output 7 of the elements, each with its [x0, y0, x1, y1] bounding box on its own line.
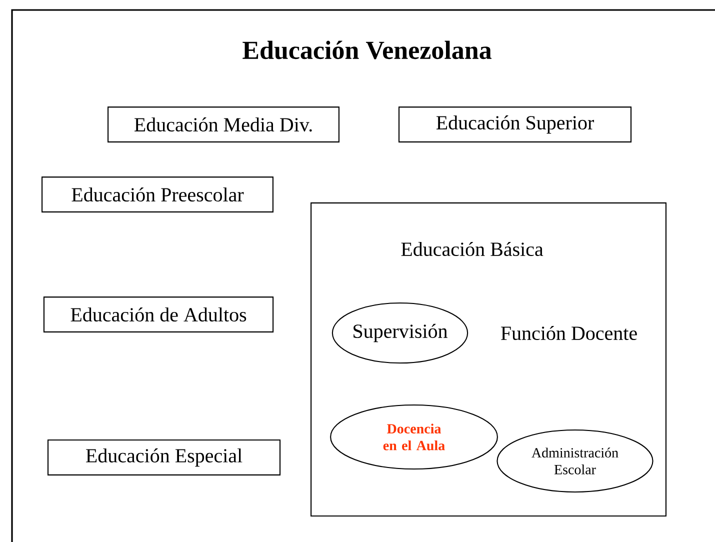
- text-box: Educación de Adultos: [43, 296, 274, 332]
- text-box: Educación Superior: [398, 106, 632, 142]
- label: Función Docente: [501, 326, 637, 340]
- text-box: Educación Especial: [47, 439, 281, 476]
- text-box: Educación Preescolar: [42, 176, 274, 212]
- text-box: Educación Media Div.: [108, 106, 340, 142]
- title: Educación Venezolana: [242, 40, 492, 60]
